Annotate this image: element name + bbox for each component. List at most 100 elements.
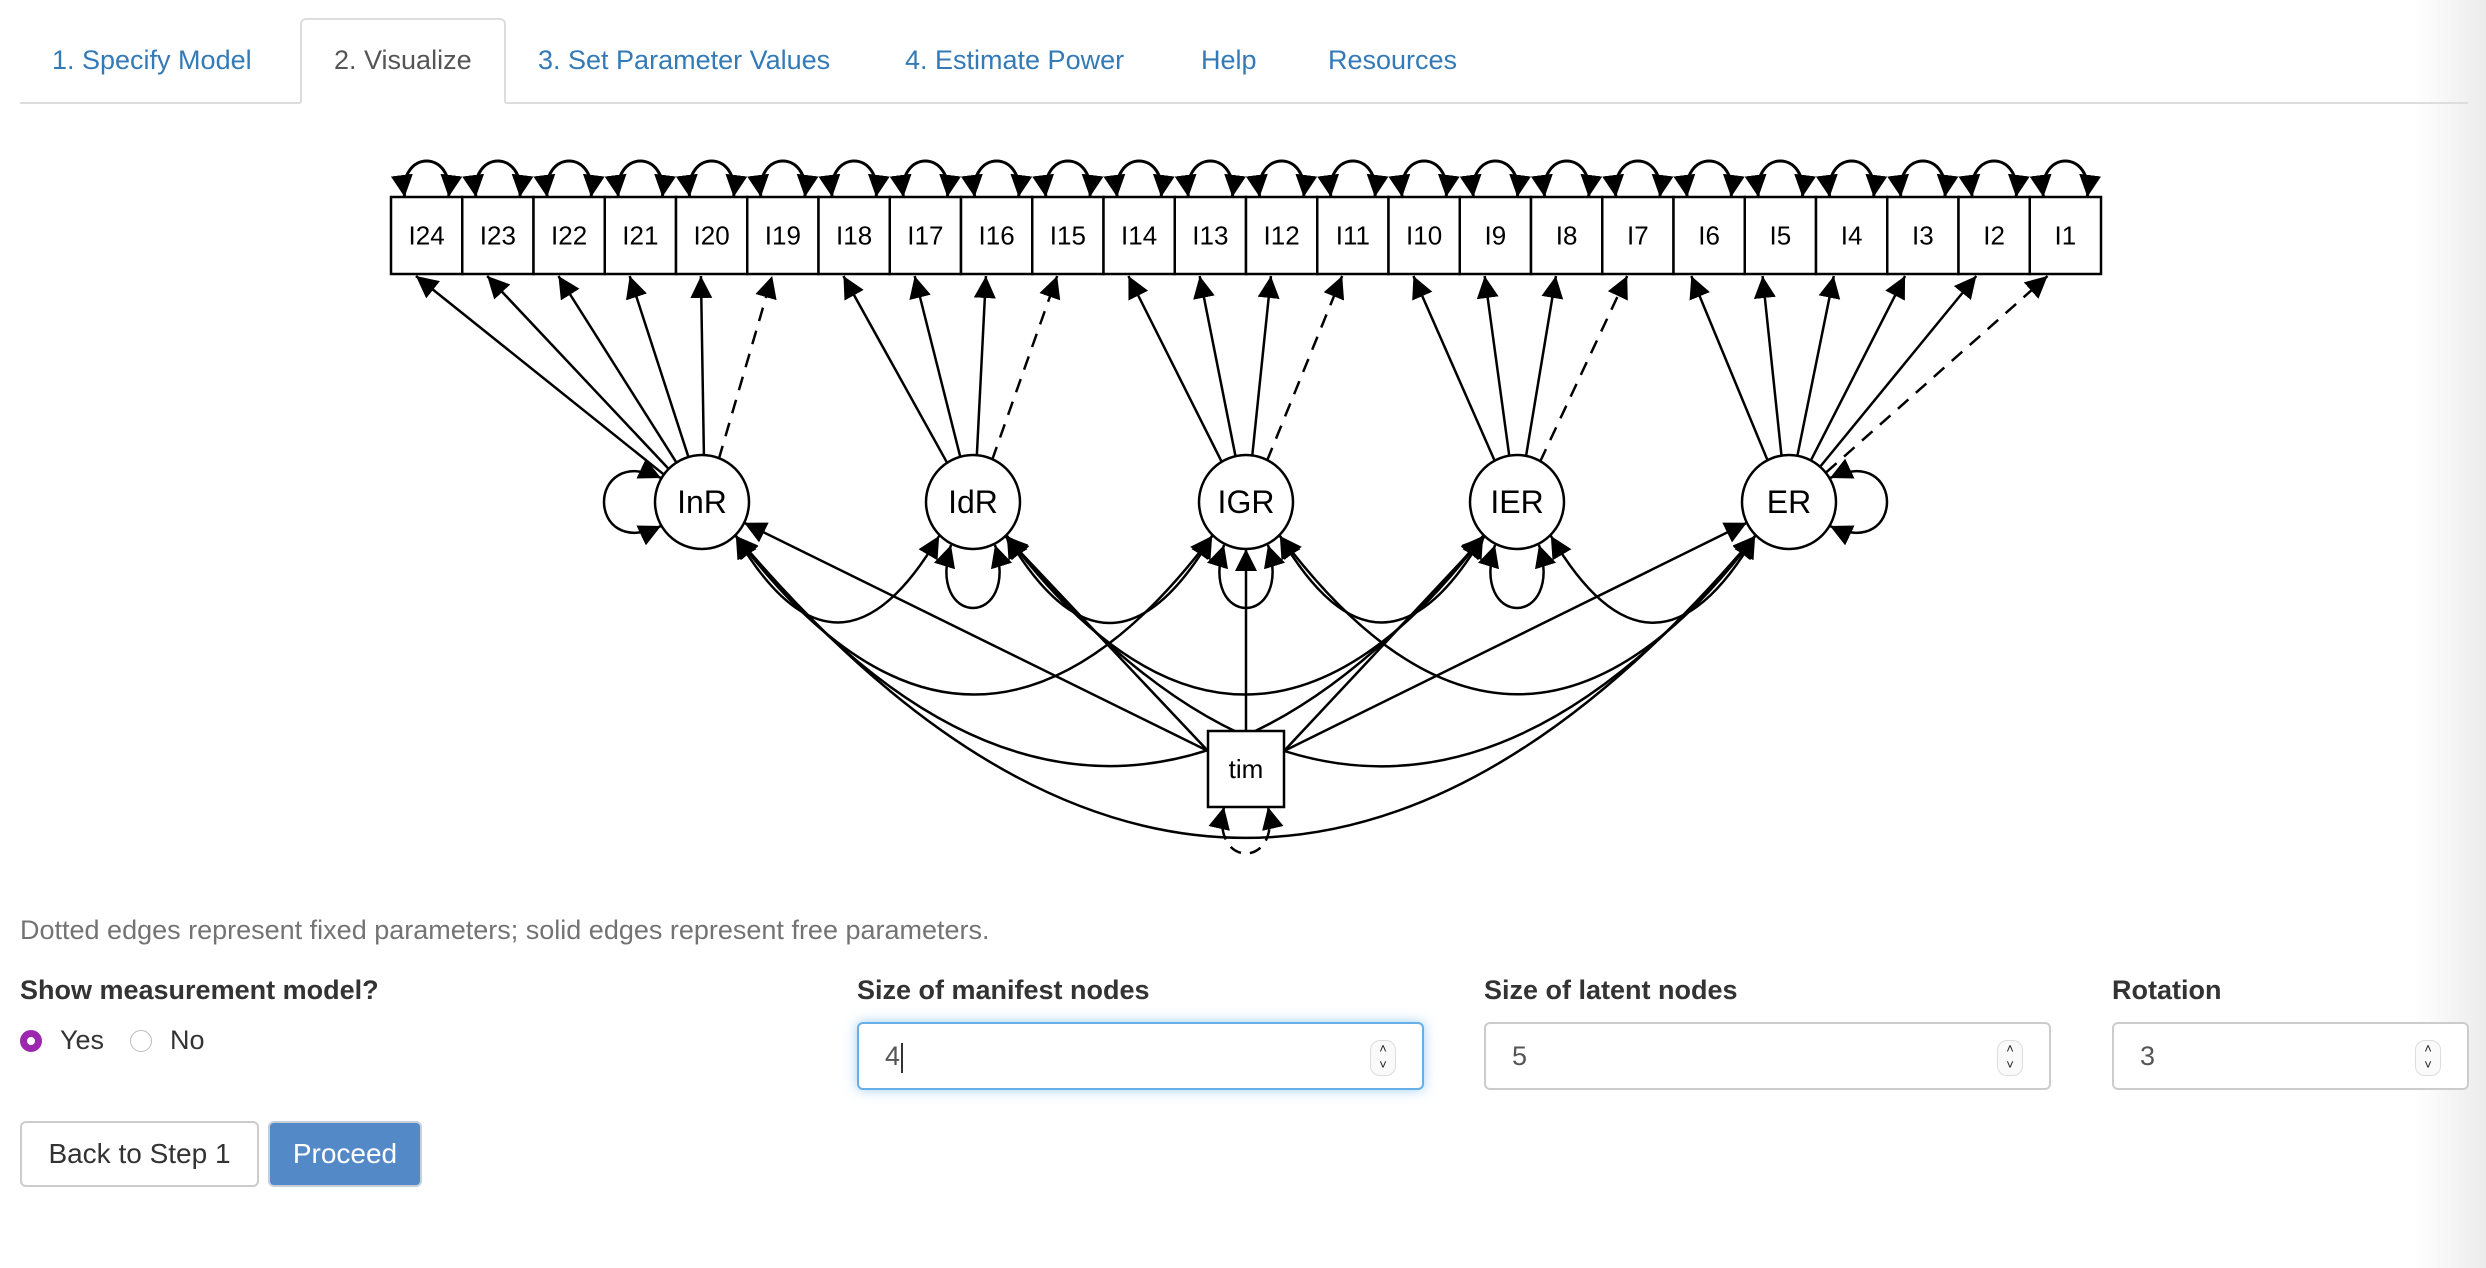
- back-to-step-1-button[interactable]: Back to Step 1: [20, 1121, 259, 1187]
- radio-no-label[interactable]: No: [170, 1025, 205, 1055]
- latent-size-label: Size of latent nodes: [1484, 975, 1738, 1005]
- latent-node: IGR: [1197, 453, 1295, 551]
- radio-yes[interactable]: [20, 1029, 42, 1052]
- spinner-up-icon[interactable]: ˄: [1379, 1041, 1387, 1056]
- spinner-down-icon[interactable]: ˅: [2006, 1057, 2014, 1072]
- text-caret: [901, 1042, 904, 1073]
- loading-edge: [1476, 275, 1511, 458]
- fixed-loading-edge: [1825, 275, 2049, 474]
- manifest-node-box: [959, 195, 1034, 276]
- regression-edge: [1283, 521, 1748, 753]
- manifest-node-box: [389, 195, 464, 276]
- manifest-node-label: I21: [622, 221, 658, 251]
- manifest-node-box: [1886, 195, 1960, 276]
- manifest-node: I23: [461, 195, 535, 276]
- radio-no[interactable]: [130, 1029, 153, 1052]
- regression-edge: [1283, 535, 1486, 752]
- residual-variance-edge: [604, 159, 676, 198]
- radio-yes-label[interactable]: Yes: [60, 1025, 105, 1055]
- latent-node: IdR: [924, 453, 1022, 551]
- manifest-node-label: I2: [1983, 221, 2005, 251]
- spinner-up-icon[interactable]: ˄: [2424, 1041, 2432, 1056]
- tab-resources[interactable]: Resources: [1328, 45, 1458, 75]
- manifest-node-box: [1244, 195, 1319, 276]
- latent-variance-edge: [934, 544, 1012, 610]
- latent-node-circle: [1468, 453, 1566, 551]
- manifest-node-label: I11: [1336, 221, 1370, 251]
- tab-set-parameter-values[interactable]: 3. Set Parameter Values: [538, 45, 831, 75]
- residual-variance-edge: [1816, 159, 1888, 198]
- manifest-node: I22: [532, 195, 606, 276]
- latent-node-label: IER: [1490, 484, 1543, 520]
- residual-variance-edge: [462, 159, 534, 198]
- residual-variance-edge: [1174, 159, 1247, 198]
- residual-variance-edge: [1246, 159, 1318, 198]
- loading-edge: [1689, 275, 1769, 462]
- measurement-model-radio-group: Yes No: [20, 1025, 231, 1056]
- manifest-node-box: [1529, 195, 1604, 276]
- residual-variance-edge: [747, 159, 819, 198]
- tab-bar: 1. Specify Model 2. Visualize 3. Set Par…: [20, 0, 2468, 104]
- manifest-node-label: I24: [409, 221, 445, 251]
- rotation-spinner[interactable]: ˄ ˅: [2415, 1040, 2441, 1076]
- latent-node: ER: [1740, 453, 1838, 551]
- manifest-node: I6: [1672, 195, 1746, 276]
- latent-node-label: ER: [1767, 484, 1811, 520]
- tab-visualize[interactable]: 2. Visualize: [300, 18, 506, 104]
- loading-edge: [1193, 275, 1238, 459]
- latent-variance-edge: [1478, 544, 1556, 610]
- manifest-node-label: I3: [1912, 221, 1934, 251]
- residual-variance-edge: [1103, 159, 1175, 198]
- spinner-down-icon[interactable]: ˅: [1379, 1057, 1387, 1072]
- manifest-node: I21: [603, 195, 678, 276]
- residual-variance-edge: [2029, 159, 2102, 198]
- manifest-node: I13: [1173, 195, 1248, 276]
- residual-variance-edge: [391, 159, 463, 198]
- residual-variance-edge: [1602, 159, 1674, 198]
- manifest-size-input[interactable]: 4 ˄ ˅: [857, 1022, 1424, 1090]
- rotation-value: 3: [2140, 1041, 2156, 1071]
- proceed-button[interactable]: Proceed: [268, 1121, 422, 1187]
- rotation-input[interactable]: 3 ˄ ˅: [2112, 1022, 2469, 1090]
- manifest-node: I16: [959, 195, 1034, 276]
- latent-node-label: IGR: [1218, 484, 1275, 520]
- manifest-node-box: [746, 195, 820, 276]
- manifest-node-box: [603, 195, 678, 276]
- manifest-node-box: [1173, 195, 1248, 276]
- tab-estimate-power[interactable]: 4. Estimate Power: [905, 45, 1125, 75]
- latent-size-spinner[interactable]: ˄ ˅: [1997, 1040, 2023, 1076]
- loading-edge: [1524, 275, 1564, 459]
- latent-node: InR: [653, 453, 751, 551]
- residual-variance-edge: [1388, 159, 1460, 198]
- loading-edge: [1818, 275, 1978, 469]
- manifest-node: I4: [1814, 195, 1889, 276]
- spinner-down-icon[interactable]: ˅: [2424, 1057, 2432, 1072]
- manifest-node-box: [532, 195, 606, 276]
- manifest-node-label: I5: [1770, 221, 1792, 251]
- tab-specify-model[interactable]: 1. Specify Model: [52, 45, 252, 75]
- manifest-node: I20: [674, 195, 749, 276]
- spinner-up-icon[interactable]: ˄: [2006, 1041, 2014, 1056]
- latent-node-circle: [1740, 453, 1838, 551]
- latent-node-circle: [653, 453, 751, 551]
- latent-covariance-edge: [734, 535, 941, 624]
- latent-covariance-edge: [1005, 535, 1214, 625]
- manifest-node-label: I14: [1121, 221, 1157, 251]
- latent-covariance-edge: [1005, 535, 1757, 768]
- manifest-node-box: [674, 195, 749, 276]
- latent-size-input[interactable]: 5 ˄ ˅: [1484, 1022, 2051, 1090]
- manifest-size-spinner[interactable]: ˄ ˅: [1370, 1040, 1396, 1076]
- latent-variance-edge: [602, 458, 662, 546]
- manifest-node-box: [1387, 195, 1461, 276]
- loading-edge: [1127, 275, 1224, 463]
- tab-help[interactable]: Help: [1201, 45, 1257, 75]
- loading-edge: [1808, 275, 1907, 463]
- latent-node-circle: [1197, 453, 1295, 551]
- manifest-node-box: [2028, 195, 2103, 276]
- manifest-node: I8: [1529, 195, 1604, 276]
- fixed-loading-edge: [1538, 275, 1629, 463]
- manifest-node-label: I17: [907, 221, 943, 251]
- manifest-node: I15: [1031, 195, 1105, 276]
- manifest-node-box: [1743, 195, 1818, 276]
